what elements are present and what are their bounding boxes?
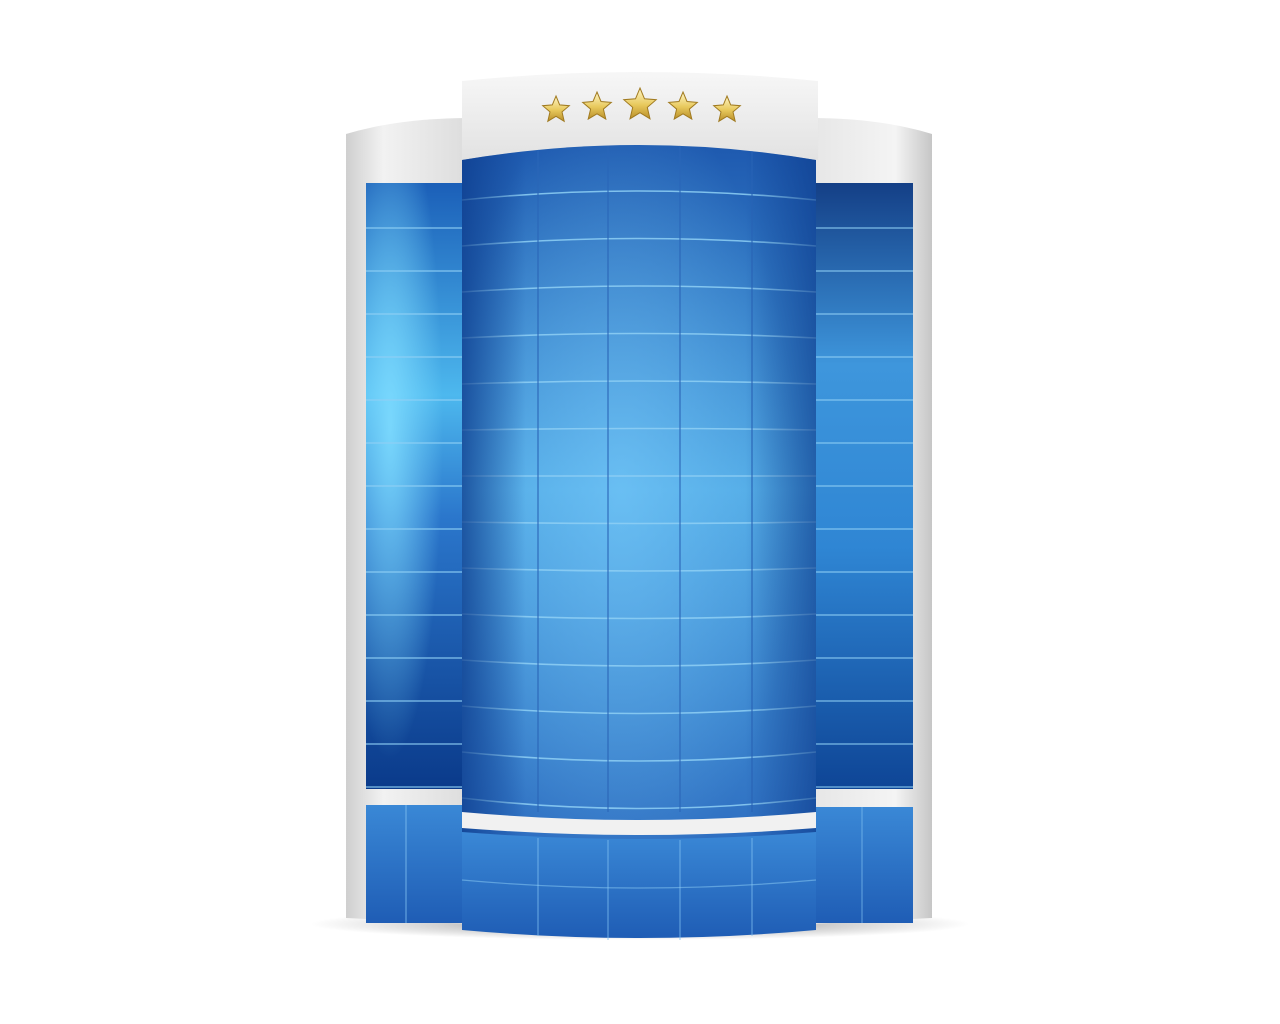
star-icon	[541, 94, 571, 123]
left-tower	[346, 118, 470, 924]
star-icon	[667, 90, 699, 121]
star-icon	[581, 90, 613, 121]
star-icon	[712, 94, 742, 123]
right-tower	[810, 118, 932, 924]
star-icon	[622, 86, 658, 120]
star-rating	[541, 86, 742, 123]
center-tower	[461, 70, 819, 940]
